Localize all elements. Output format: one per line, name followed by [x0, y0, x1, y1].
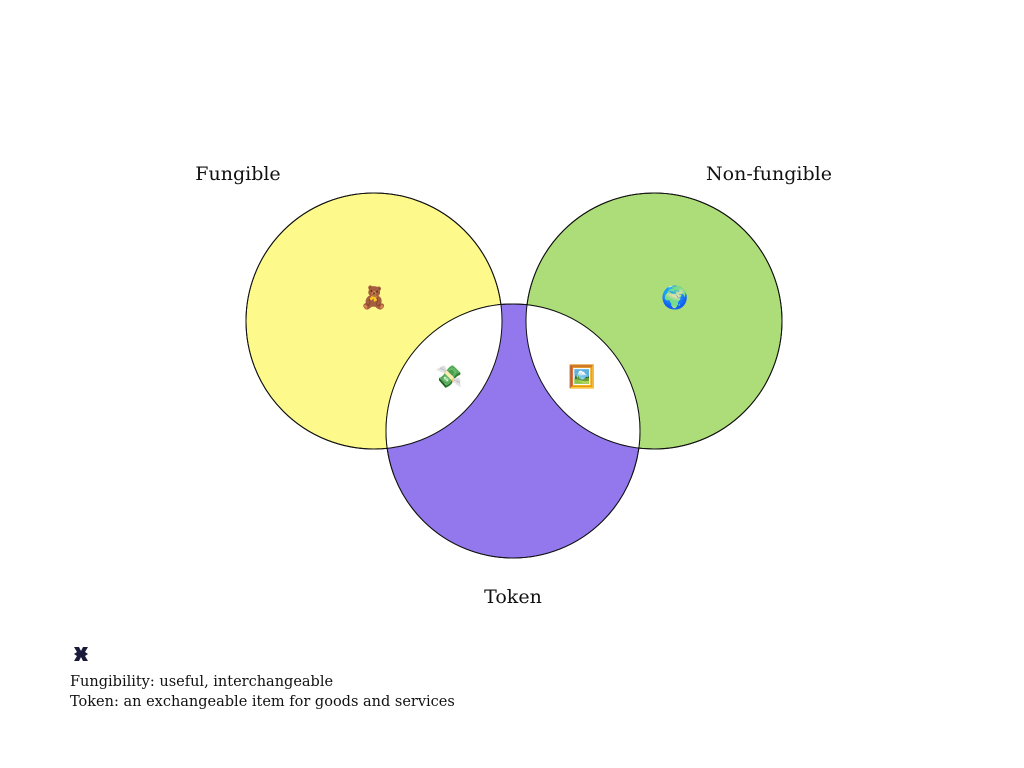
note-fungibility: Fungibility: useful, interchangeable — [70, 674, 334, 690]
money-with-wings-icon: 💸 — [435, 364, 462, 390]
framed-picture-icon: 🖼️ — [568, 364, 595, 390]
label-fungible: Fungible — [195, 163, 280, 185]
logo-icon — [74, 647, 88, 661]
label-non-fungible: Non-fungible — [706, 163, 832, 185]
legend-notes: Fungibility: useful, interchangeable Tok… — [70, 672, 455, 712]
label-token: Token — [484, 586, 542, 608]
teddy-bear-icon: 🧸 — [360, 285, 387, 311]
overlap-non-fungible-token — [526, 304, 640, 449]
overlap-fungible-token — [386, 304, 502, 449]
note-token: Token: an exchangeable item for goods an… — [70, 694, 455, 710]
globe-icon: 🌍 — [661, 285, 688, 311]
